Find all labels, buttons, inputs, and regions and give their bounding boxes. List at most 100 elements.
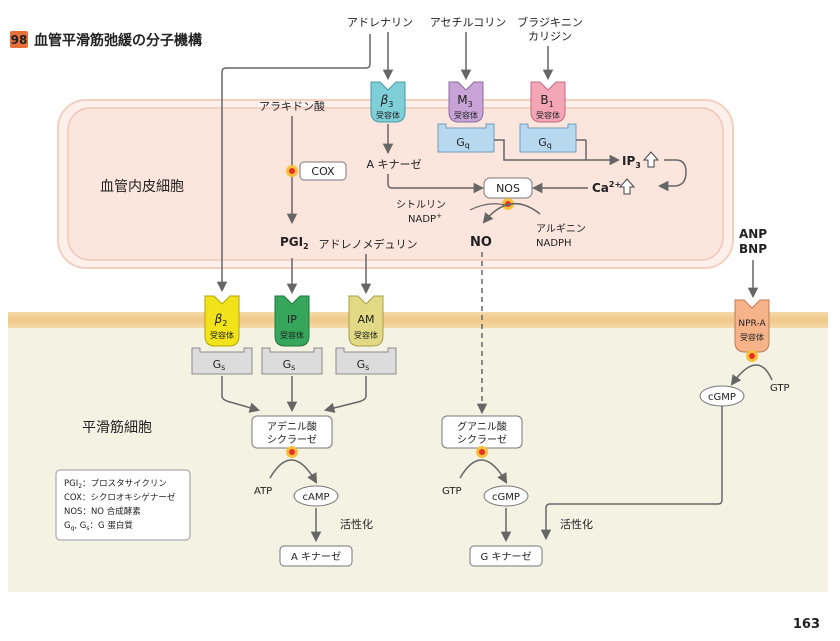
- svg-text:G キナーゼ: G キナーゼ: [481, 551, 532, 563]
- cox-catalysis-star: [286, 165, 298, 177]
- nadp-label: NADP+: [408, 212, 442, 225]
- svg-text:cGMP: cGMP: [492, 492, 520, 503]
- svg-text:β3: β3: [380, 93, 394, 109]
- camp-ellipse: cAMP: [293, 485, 339, 507]
- title-text: 血管平滑筋弛緩の分子機構: [34, 32, 202, 49]
- svg-text:Gs: Gs: [357, 358, 370, 372]
- svg-text:Gq: Gq: [456, 136, 470, 150]
- page-number: 163: [793, 617, 820, 632]
- gprotein-gq-b1: Gq: [519, 123, 577, 153]
- arc-gtp-cgmp-mid: [459, 459, 508, 484]
- ligand-arachidonic-acid: アラキドン酸: [259, 99, 325, 113]
- svg-text:シクラーゼ: シクラーゼ: [267, 434, 317, 446]
- ip3-label: IP3: [622, 154, 641, 170]
- a-kinase-box: A キナーゼ: [279, 545, 353, 567]
- activation-right-label: 活性化: [560, 517, 593, 531]
- svg-text:NPR-A: NPR-A: [738, 319, 766, 329]
- svg-text:受容体: 受容体: [376, 110, 400, 120]
- receptor-b1: B1 受容体: [530, 81, 566, 123]
- nadph-label: NADPH: [536, 238, 572, 249]
- label-smooth-muscle: 平滑筋細胞: [82, 419, 152, 436]
- gprotein-gs-am: Gs: [335, 347, 397, 375]
- arrow-gs-beta2-ac: [221, 376, 261, 413]
- legend-box: PGI2：プロスタサイクリン COX：シクロオキシゲナーゼ NOS：NO 合成酵…: [55, 469, 191, 541]
- svg-text:受容体: 受容体: [740, 332, 764, 342]
- pgi2-label: PGI2: [280, 235, 309, 251]
- svg-text:アデニル酸: アデニル酸: [267, 420, 317, 433]
- page-title: 98 血管平滑筋弛緩の分子機構: [10, 31, 202, 49]
- svg-text:cAMP: cAMP: [303, 492, 330, 503]
- ligand-kallidin: カリジン: [528, 30, 572, 43]
- arrow-akinase-nos: [387, 174, 485, 194]
- arc-atp-camp: [269, 459, 318, 484]
- npra-catalysis-star: [746, 350, 758, 362]
- atp-label: ATP: [254, 486, 272, 497]
- svg-text:シクラーゼ: シクラーゼ: [457, 434, 507, 446]
- gtp-right-label: GTP: [770, 383, 790, 394]
- ligand-anp: ANP: [739, 227, 767, 241]
- citrulline-label: シトルリン: [396, 200, 446, 211]
- arc-to-citrulline: [469, 203, 509, 211]
- gprotein-gs-ip: Gs: [261, 347, 323, 375]
- smooth-muscle-region: [8, 320, 828, 592]
- receptor-beta2: β2 受容体: [204, 295, 240, 347]
- ac-catalysis-star: [286, 446, 298, 458]
- receptor-am: AM 受容体: [348, 295, 384, 347]
- membrane-band: [8, 312, 828, 328]
- title-number: 98: [11, 33, 28, 47]
- g-kinase-box: G キナーゼ: [469, 545, 543, 567]
- svg-text:Gs: Gs: [213, 358, 226, 372]
- svg-text:受容体: 受容体: [536, 110, 560, 120]
- arginine-label: アルギニン: [536, 223, 586, 235]
- ligand-adrenomedullin: アドレノメデュリン: [319, 237, 418, 251]
- cox-box: COX: [299, 161, 347, 181]
- gtp-left-label: GTP: [442, 486, 462, 497]
- ca-label: Ca2+: [592, 180, 621, 195]
- arrow-adrenaline-beta2: [216, 34, 371, 293]
- svg-text:受容体: 受容体: [280, 330, 304, 340]
- svg-text:M3: M3: [457, 93, 472, 109]
- ligand-bnp: BNP: [739, 242, 767, 256]
- arrow-cgmp-right-gkinase: [540, 406, 723, 541]
- ligand-bradykinin: ブラジキニン: [517, 15, 583, 29]
- arrow-ip3-ca: [657, 159, 687, 192]
- arrow-gq-ip3: [494, 139, 621, 166]
- arrow-gs-am-ac: [323, 376, 367, 414]
- guanylyl-cyclase-box: グアニル酸 シクラーゼ: [441, 415, 523, 449]
- legend-item: Gq, Gs：G 蛋白質: [64, 520, 133, 532]
- svg-text:Gs: Gs: [283, 358, 296, 372]
- svg-text:受容体: 受容体: [354, 330, 378, 340]
- legend-item: COX：シクロオキシゲナーゼ: [64, 492, 176, 503]
- cgmp-right-ellipse: cGMP: [699, 385, 745, 407]
- svg-text:受容体: 受容体: [454, 110, 478, 120]
- receptor-m3: M3 受容体: [448, 81, 484, 123]
- label-endothelial: 血管内皮細胞: [100, 179, 184, 195]
- activation-left-label: 活性化: [340, 517, 373, 531]
- svg-text:NOS: NOS: [496, 182, 520, 195]
- arc-arginine-no: [482, 202, 541, 224]
- svg-text:B1: B1: [540, 93, 553, 109]
- receptor-npra: NPR-A 受容体: [734, 299, 770, 353]
- svg-text:グアニル酸: グアニル酸: [457, 420, 507, 433]
- svg-text:Gq: Gq: [538, 136, 552, 150]
- gprotein-gs-beta2: Gs: [191, 347, 253, 375]
- legend-item: NOS：NO 合成酵素: [64, 506, 141, 517]
- gc-catalysis-star: [476, 446, 488, 458]
- ip3-up-arrow-icon: [642, 151, 660, 168]
- svg-text:β2: β2: [214, 312, 228, 328]
- svg-text:COX: COX: [311, 165, 335, 178]
- legend-item: PGI2：プロスタサイクリン: [64, 479, 167, 490]
- receptor-ip: IP 受容体: [274, 295, 310, 347]
- ligand-acetylcholine: アセチルコリン: [430, 16, 507, 29]
- svg-text:受容体: 受容体: [210, 330, 234, 340]
- gprotein-gq-m3: Gq: [437, 123, 495, 153]
- endo-a-kinase: A キナーゼ: [366, 158, 421, 171]
- adenylyl-cyclase-box: アデニル酸 シクラーゼ: [251, 415, 333, 449]
- svg-text:IP: IP: [287, 313, 297, 326]
- svg-text:cGMP: cGMP: [708, 392, 736, 403]
- ca-up-arrow-icon: [618, 178, 636, 195]
- title-badge: [10, 31, 28, 48]
- svg-text:AM: AM: [357, 313, 374, 326]
- receptor-beta3: β3 受容体: [370, 81, 406, 123]
